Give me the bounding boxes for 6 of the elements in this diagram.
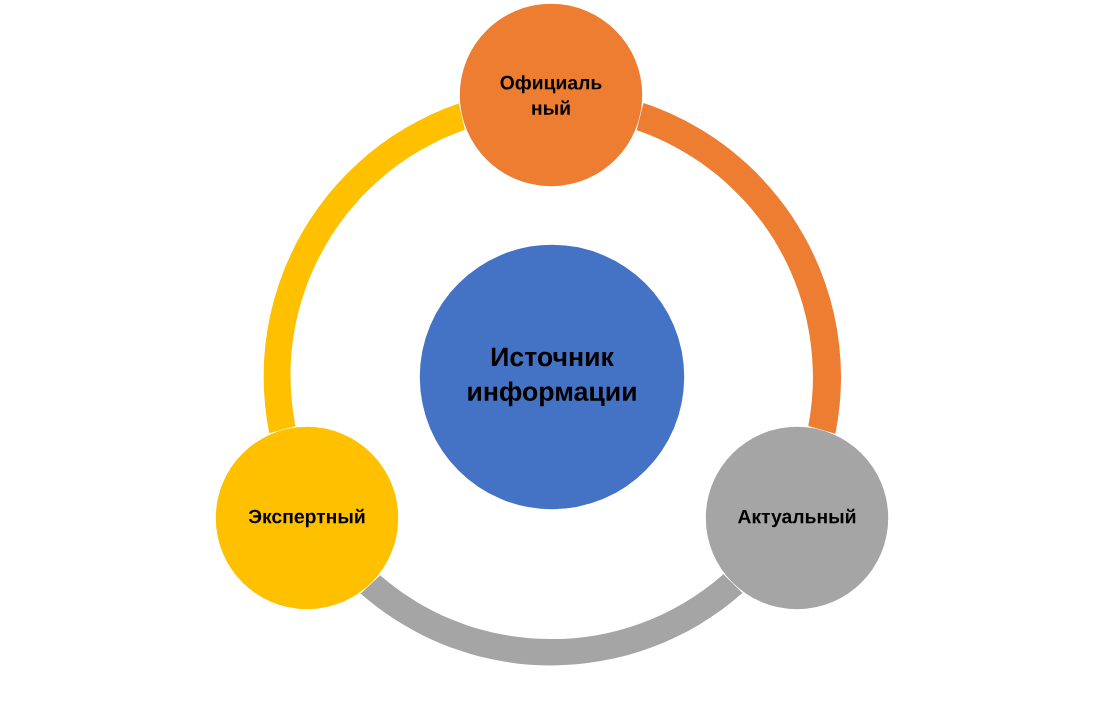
arc-connector — [264, 103, 465, 434]
circle-node: Актуальный — [704, 425, 890, 611]
circle-node: Экспертный — [214, 425, 400, 611]
circle-node: Официаль ный — [458, 2, 644, 188]
arc-connector — [636, 103, 841, 434]
arc-connector — [359, 573, 743, 666]
